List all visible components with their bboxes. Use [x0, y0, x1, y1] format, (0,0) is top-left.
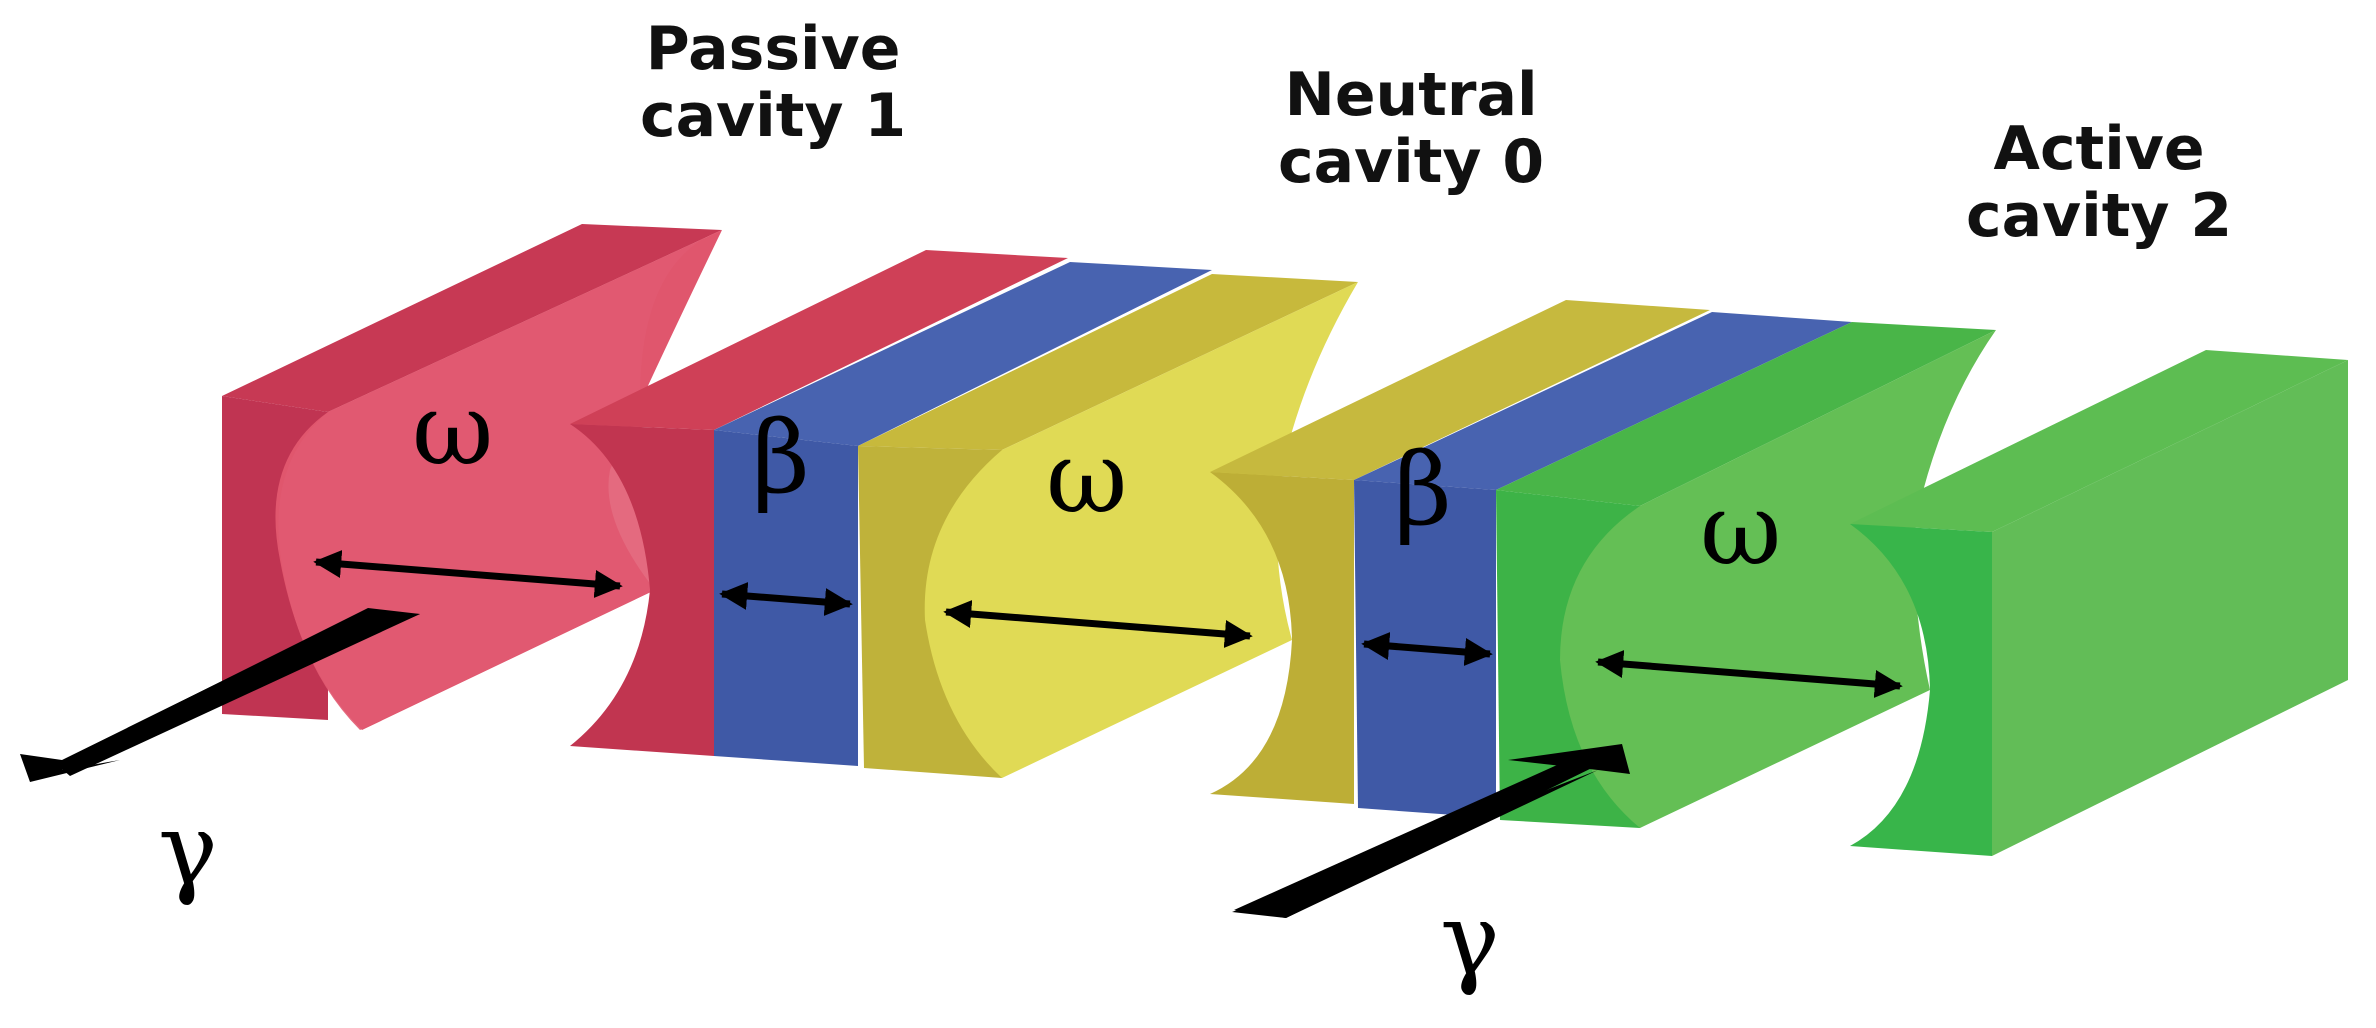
active-label-line1: Active: [1993, 114, 2205, 184]
active-right-mirror-top: [1850, 350, 2348, 532]
passive-frequency-arrow: [313, 550, 623, 598]
loss-gamma-symbol: γ: [158, 791, 218, 908]
neutral-right-mirror-face: [1210, 472, 1354, 804]
passive-cavity-label: Passive cavity 1: [640, 14, 907, 152]
passive-right-mirror-face: [570, 424, 714, 756]
coupling-arrows: [719, 582, 1493, 666]
active-label-line2: cavity 2: [1966, 181, 2233, 252]
neutral-omega-symbol: ω: [1046, 419, 1128, 536]
coupling-arrow-1: [719, 582, 853, 616]
active-omega-symbol: ω: [1700, 471, 1782, 588]
neutral-cavity-block: [858, 274, 1710, 804]
passive-label-line2: cavity 1: [640, 81, 907, 152]
passive-right-mirror-top: [570, 250, 1068, 430]
passive-label-line1: Passive: [645, 14, 901, 84]
active-cavity-block: [1496, 322, 2348, 856]
neutral-left-mirror: [858, 274, 1358, 450]
active-cavity-body: [1560, 330, 1996, 828]
passive-omega-symbol: ω: [412, 371, 494, 488]
neutral-label-line1: Neutral: [1284, 60, 1538, 130]
active-frequency-arrow: [1595, 650, 1903, 698]
active-right-mirror-side: [1992, 360, 2348, 856]
active-cavity-label: Active cavity 2: [1966, 114, 2233, 252]
coupling-beta-symbol-2: β: [1394, 431, 1452, 548]
neutral-right-mirror-top: [1210, 300, 1710, 480]
neutral-label-line2: cavity 0: [1278, 127, 1545, 198]
coupling-beta-symbol-1: β: [752, 399, 810, 516]
passive-cavity-block: [222, 224, 1068, 756]
passive-left-mirror: [222, 224, 722, 412]
active-right-mirror-face: [1850, 524, 1992, 856]
coupling-arrow-2: [1361, 632, 1493, 666]
active-left-mirror: [1496, 322, 1996, 506]
neutral-cavity-label: Neutral cavity 0: [1278, 60, 1545, 198]
neutral-frequency-arrow: [943, 600, 1253, 648]
gain-gamma-symbol: γ: [1440, 881, 1500, 998]
neutral-cavity-body: [924, 282, 1358, 778]
frequency-arrows: [313, 550, 1903, 698]
